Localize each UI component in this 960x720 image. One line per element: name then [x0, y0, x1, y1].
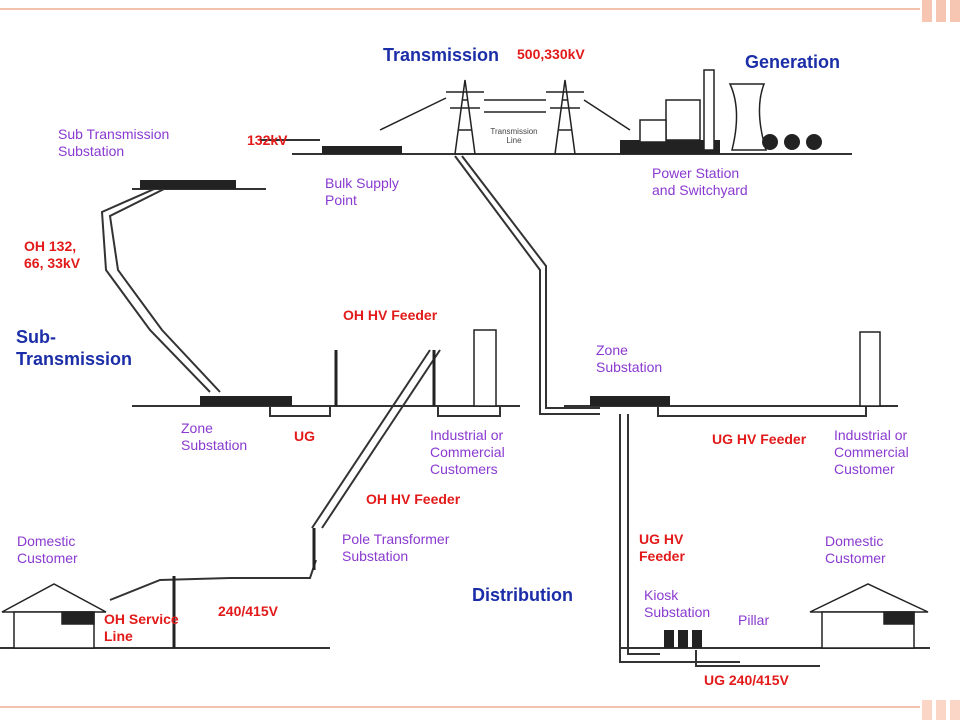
ug-cable-bulk-to-zone [454, 155, 600, 415]
frame-corner-bottom [950, 700, 960, 720]
poles [172, 350, 436, 648]
transmission-towers [379, 79, 631, 155]
power-station-label: Power Station and Switchyard [652, 165, 748, 198]
oh-hv-feeder-line-2 [321, 349, 441, 529]
frame-corner-top [950, 0, 960, 22]
ug-cable-industrial-left [437, 406, 501, 417]
frame-top-line [0, 8, 920, 10]
frame-corner-top [936, 0, 946, 22]
zone-right-equipment [590, 396, 670, 406]
oh-service-line-label: OH Service Line [104, 611, 179, 644]
ug-lv-cable [695, 650, 820, 667]
domestic-right-label: Domestic Customer [825, 533, 886, 566]
generation-heading: Generation [745, 52, 841, 72]
buildings [1, 329, 929, 649]
pillar-label: Pillar [738, 612, 770, 628]
ug-cable-bulk-to-zone-2 [461, 155, 600, 409]
transmission-heading: Transmission [383, 45, 500, 65]
voltage-oh-lines: OH 132, 66, 33kV [24, 238, 81, 271]
zone-substation-left-label: Zone Substation [181, 420, 248, 453]
ug-hv-feeder-right-label: UG HV Feeder [712, 431, 807, 447]
frame-bottom-line [0, 706, 920, 708]
oh-hv-feeder-mid-label: OH HV Feeder [366, 491, 461, 507]
sub-transmission-equipment [140, 180, 236, 189]
voltage-132kv: 132kV [247, 132, 288, 148]
sub-transmission-heading: Sub- Transmission [16, 327, 133, 369]
pole-transformer-label: Pole Transformer Substation [342, 531, 450, 564]
frame-corner-bottom [936, 700, 946, 720]
voltage-500-330kv: 500,330kV [517, 46, 585, 62]
kiosk-substation-label: Kiosk Substation [644, 587, 711, 620]
ug-label: UG [294, 428, 315, 444]
bulk-supply-equipment [322, 146, 402, 154]
ug-hv-feeder-down-2 [627, 414, 660, 655]
bulk-supply-label: Bulk Supply Point [325, 175, 399, 208]
substations [140, 146, 702, 648]
oh-hv-feeder-line [311, 349, 431, 529]
distribution-heading: Distribution [472, 585, 573, 605]
voltage-240-415v: 240/415V [218, 603, 278, 619]
oh-line-subtrans-2 [108, 181, 221, 393]
kiosk-equipment [664, 630, 674, 648]
oh-line-subtrans [100, 181, 211, 393]
zone-substation-right-label: Zone Substation [596, 342, 663, 375]
sub-transmission-substation-label: Sub Transmission Substation [58, 126, 170, 159]
industrial-left-label: Industrial or Commercial Customers [430, 427, 505, 477]
frame-corner-top [922, 0, 932, 22]
industrial-right-label: Industrial or Commercial Customer [834, 427, 909, 477]
oh-hv-feeder-top-label: OH HV Feeder [343, 307, 438, 323]
frame-corner-bottom [922, 700, 932, 720]
domestic-left-label: Domestic Customer [17, 533, 78, 566]
power-station [620, 69, 822, 154]
ug-hv-feeder-down-label: UG HV Feeder [639, 531, 685, 564]
ug-hv-feeder-down [619, 414, 740, 663]
ug-hv-feeder-right [657, 406, 867, 417]
zone-left-equipment [200, 396, 292, 406]
transmission-line-label: Transmission Line [490, 127, 538, 145]
oh-lv-line [109, 559, 317, 601]
ug-cable-zone-left [269, 406, 331, 417]
voltage-ug-240-415v: UG 240/415V [704, 672, 789, 688]
